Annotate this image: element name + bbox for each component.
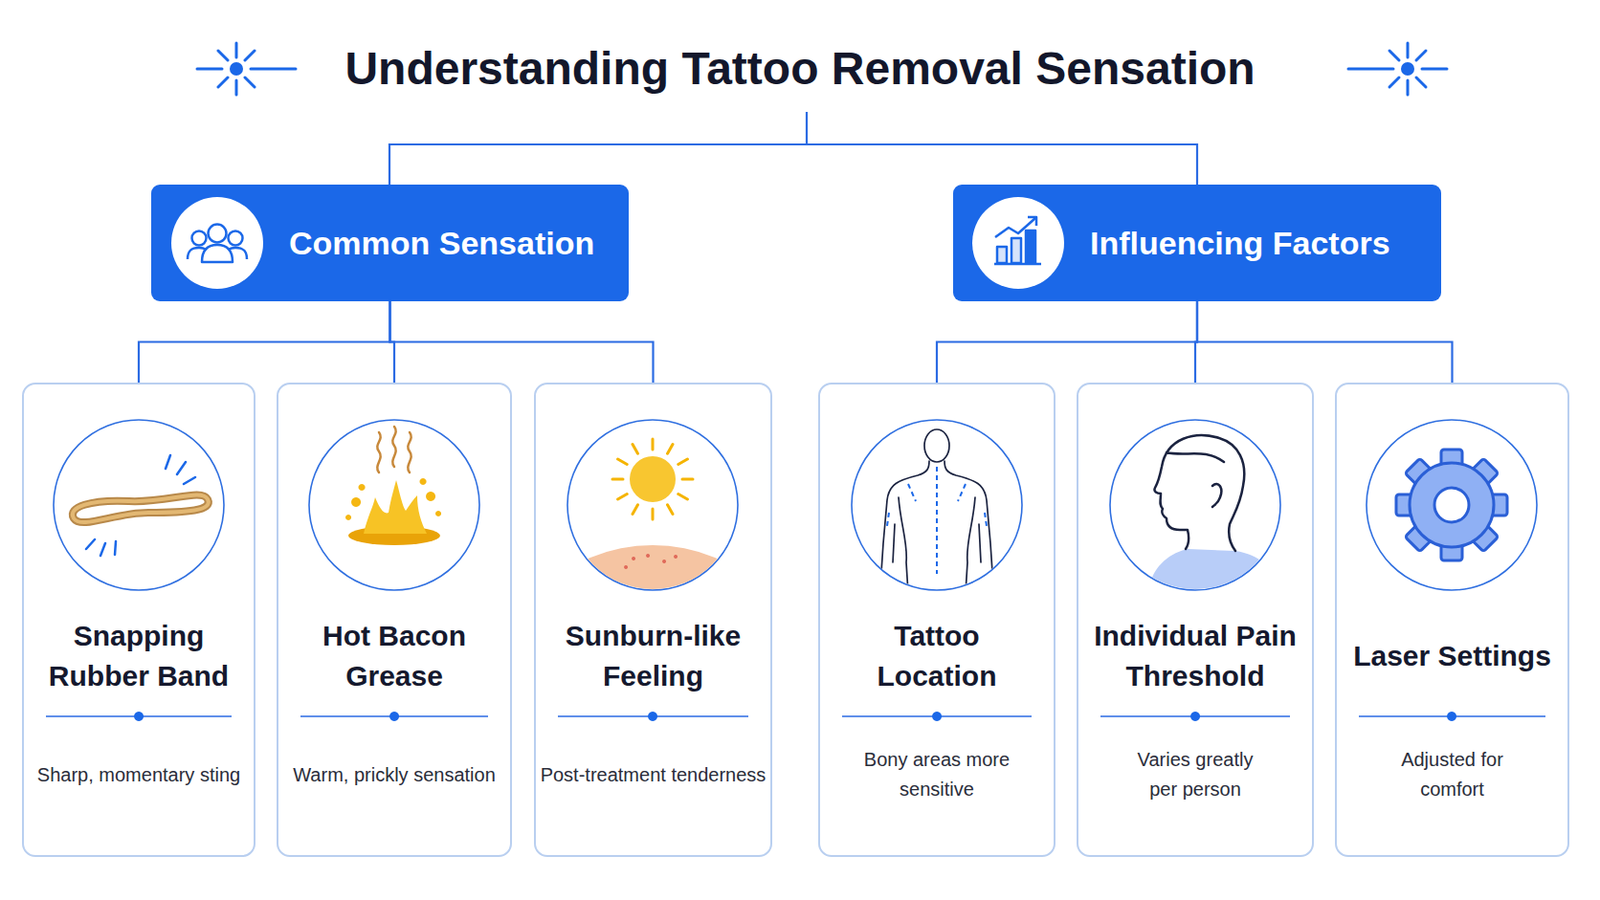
card-description: Varies greatly per person [1128, 744, 1263, 806]
head-profile [1154, 435, 1245, 552]
header-text: Common Sensation [288, 223, 595, 263]
category-header: Common Sensation [151, 184, 629, 302]
chart-bar [1011, 238, 1022, 264]
gear-tooth [1404, 458, 1437, 490]
icon-circle [171, 197, 264, 289]
category-header: Influencing Factors [953, 184, 1442, 302]
card-description: Post-treatment tenderness [535, 744, 771, 806]
sun-rays [612, 439, 693, 520]
connector-line [390, 301, 396, 383]
gear-tooth [1484, 494, 1508, 516]
sparkle-dot [229, 62, 244, 76]
gear-tooth [1466, 520, 1499, 553]
sensation-card: Sunburn-like FeelingPost-treatment tende… [533, 382, 773, 858]
chart-arrowhead [1027, 217, 1037, 226]
head-icon [1147, 435, 1280, 594]
card-heading: Individual Pain Threshold [1085, 613, 1306, 700]
icon-frames [53, 420, 1537, 591]
connector-line [138, 301, 391, 383]
shoulders [1147, 549, 1280, 594]
chart-bar [997, 246, 1007, 264]
connector-line [1195, 301, 1198, 383]
sparkle-dot [1400, 62, 1415, 76]
divider-dots [133, 711, 1457, 722]
sensation-card: Snapping Rubber BandSharp, momentary sti… [22, 382, 256, 858]
sparkle-icon [1348, 43, 1447, 95]
people-icon [187, 224, 247, 264]
sun-disc [629, 456, 676, 503]
grease-puddle [348, 526, 441, 546]
icon-frame [309, 420, 480, 591]
connector-line [1197, 301, 1453, 383]
divider-lines [45, 715, 1546, 718]
chart-icon [994, 217, 1042, 265]
body-head [924, 429, 950, 463]
sparkle-icon [197, 43, 296, 95]
skin [489, 545, 816, 871]
skin-redness [623, 554, 678, 570]
sparkle-rays [197, 43, 296, 95]
person-head [192, 231, 207, 246]
person-body [187, 247, 207, 260]
card-heading: Snapping Rubber Band [31, 613, 247, 700]
sensation-card: Hot Bacon GreaseWarm, prickly sensation [276, 382, 512, 858]
card-heading: Laser Settings [1344, 613, 1560, 700]
icon-frame [53, 420, 224, 591]
card-dividers [45, 711, 1546, 722]
person-body [227, 247, 247, 260]
gear-tooth [1404, 520, 1437, 553]
connector-line [390, 301, 654, 383]
body-outline [881, 429, 993, 594]
rubber-band-icon [72, 455, 209, 556]
snap-marks [86, 455, 196, 556]
icon-circle [972, 197, 1065, 289]
chart-bar [1025, 230, 1036, 264]
person-head [208, 224, 227, 244]
person-head [228, 231, 244, 246]
gear-tooth [1396, 494, 1420, 516]
icon-frame [851, 420, 1023, 591]
gear-icon [1396, 449, 1508, 561]
chart-axis [994, 263, 1042, 267]
gear-tooth [1441, 537, 1463, 561]
gear-tooth [1466, 458, 1499, 490]
steam-lines [377, 426, 411, 473]
body-lines [881, 461, 993, 594]
icon-frame [1366, 420, 1537, 591]
gear-tooth [1441, 449, 1463, 473]
sparkle-rays [1348, 43, 1447, 95]
gear-body [1409, 463, 1494, 548]
body-icon [881, 429, 993, 594]
card-description: Warm, prickly sensation [279, 744, 510, 806]
title-bracket [389, 111, 1198, 185]
card-description: Adjusted for comfort [1385, 744, 1520, 806]
icon-frame [567, 420, 738, 591]
sensation-card: Individual Pain ThresholdVaries greatly … [1076, 382, 1314, 858]
card-heading: Tattoo Location [850, 613, 1023, 700]
band-highlight [72, 494, 209, 523]
diagram-title: Understanding Tattoo Removal Sensation [0, 42, 1600, 96]
card-description: Bony areas more sensitive [855, 744, 1019, 806]
sunburn-icon [489, 439, 816, 871]
sun [612, 439, 693, 520]
card-heading: Sunburn-like Feeling [545, 613, 761, 700]
sensation-card: Laser SettingsAdjusted for comfort [1334, 382, 1570, 858]
card-description: Sharp, momentary sting [23, 744, 254, 806]
card-heading: Hot Bacon Grease [287, 613, 503, 700]
gear-hole [1434, 488, 1469, 523]
icon-frame [1110, 420, 1281, 591]
grease-icon [345, 426, 442, 546]
chart-trend [995, 218, 1036, 238]
bony-areas [887, 466, 987, 575]
grease-droplets [345, 478, 442, 521]
person-body [201, 244, 233, 263]
grease-splash [363, 480, 427, 534]
band-loop [72, 494, 209, 523]
connector-line [936, 301, 1198, 383]
sensation-card: Tattoo LocationBony areas more sensitive [818, 382, 1056, 858]
header-text: Influencing Factors [1089, 223, 1391, 263]
